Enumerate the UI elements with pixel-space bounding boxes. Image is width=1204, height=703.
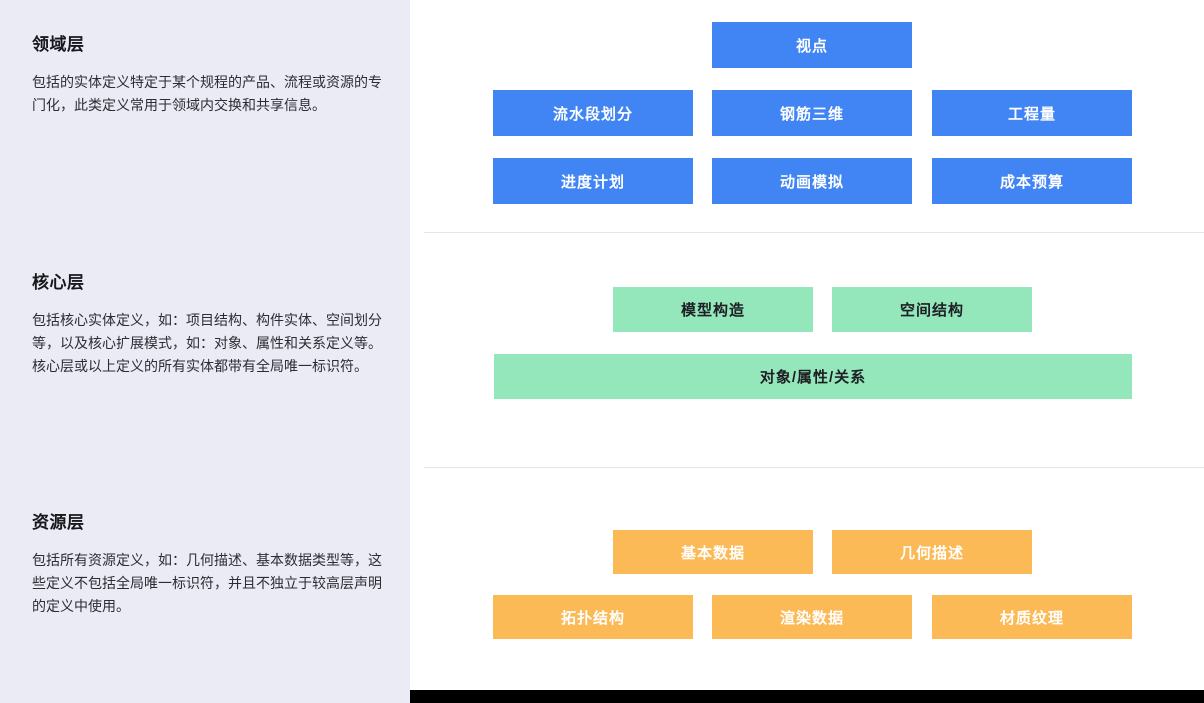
diagram-area: 视点 流水段划分 钢筋三维 工程量 进度计划 动画模拟 成本预算 模型构造 空间… xyxy=(410,0,1204,703)
domain-layer-description: 包括的实体定义特定于某个规程的产品、流程或资源的专门化，此类定义常用于领域内交换… xyxy=(32,74,382,113)
resource-layer-description: 包括所有资源定义，如：几何描述、基本数据类型等，这些定义不包括全局唯一标识符，并… xyxy=(32,552,382,614)
box-rebar-3d: 钢筋三维 xyxy=(712,90,912,136)
box-render-data: 渲染数据 xyxy=(712,595,912,639)
box-flow-section-division: 流水段划分 xyxy=(493,90,693,136)
box-schedule-plan: 进度计划 xyxy=(493,158,693,204)
box-model-construction: 模型构造 xyxy=(613,287,813,332)
sidebar-section-core: 核心层 包括核心实体定义，如：项目结构、构件实体、空间划分等，以及核心扩展模式，… xyxy=(32,268,382,378)
sidebar-section-resource: 资源层 包括所有资源定义，如：几何描述、基本数据类型等，这些定义不包括全局唯一标… xyxy=(32,508,382,618)
domain-layer-title: 领域层 xyxy=(32,35,85,54)
core-layer-title: 核心层 xyxy=(32,273,85,292)
bottom-bar xyxy=(410,690,1204,703)
sidebar-section-domain: 领域层 包括的实体定义特定于某个规程的产品、流程或资源的专门化，此类定义常用于领… xyxy=(32,30,382,117)
box-cost-budget: 成本预算 xyxy=(932,158,1132,204)
sidebar: 领域层 包括的实体定义特定于某个规程的产品、流程或资源的专门化，此类定义常用于领… xyxy=(0,0,410,703)
box-object-property-relation: 对象/属性/关系 xyxy=(494,354,1132,399)
box-viewpoint: 视点 xyxy=(712,22,912,68)
box-animation-simulation: 动画模拟 xyxy=(712,158,912,204)
box-geometry-description: 几何描述 xyxy=(832,530,1032,574)
box-quantity: 工程量 xyxy=(932,90,1132,136)
box-spatial-structure: 空间结构 xyxy=(832,287,1032,332)
box-material-texture: 材质纹理 xyxy=(932,595,1132,639)
box-basic-data: 基本数据 xyxy=(613,530,813,574)
core-layer-description: 包括核心实体定义，如：项目结构、构件实体、空间划分等，以及核心扩展模式，如：对象… xyxy=(32,312,382,374)
divider-domain-core xyxy=(424,232,1204,233)
box-topology-structure: 拓扑结构 xyxy=(493,595,693,639)
resource-layer-title: 资源层 xyxy=(32,513,85,532)
divider-core-resource xyxy=(424,467,1204,468)
